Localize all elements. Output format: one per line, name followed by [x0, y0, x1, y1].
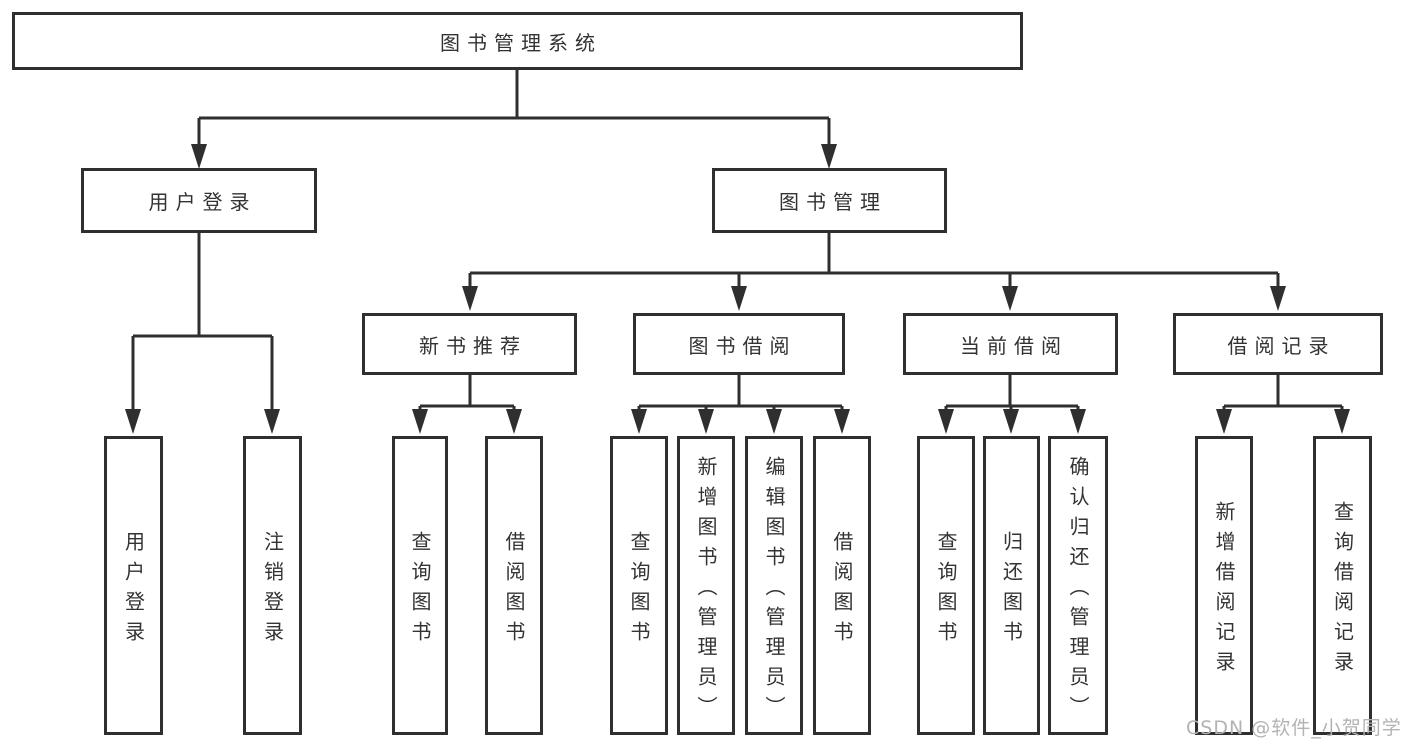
- connector-book-management-children: [468, 233, 1280, 289]
- leaf-borrow-books-1: 借阅图书: [485, 436, 543, 735]
- leaf-edit-book-admin: 编辑图书（管理员）: [745, 436, 803, 735]
- leaf-query-books-1: 查询图书: [392, 436, 448, 735]
- arrowhead-leaf-confirm-return: [1070, 409, 1086, 434]
- arrowhead-leaf-add-book: [698, 409, 714, 434]
- node-label: 查询借阅记录: [1330, 500, 1355, 681]
- arrowhead-leaf-logout: [264, 409, 280, 434]
- arrowhead-leaf-borrow-books-1: [506, 409, 522, 434]
- node-label: 新书推荐: [419, 333, 527, 358]
- node-label: 借阅记录: [1227, 333, 1336, 358]
- leaf-query-books-3: 查询图书: [917, 436, 975, 735]
- node-label: 归还图书: [999, 530, 1024, 651]
- arrowhead-leaf-query-borrow-record: [1334, 409, 1350, 434]
- connector-new-book-children: [418, 375, 516, 411]
- node-label: 新增图书（管理员）: [694, 455, 718, 726]
- leaf-borrow-books-2: 借阅图书: [813, 436, 871, 735]
- arrowhead-leaf-borrow-books-2: [834, 409, 850, 434]
- node-current-borrowing: 当前借阅: [903, 313, 1118, 375]
- leaf-add-book-admin: 新增图书（管理员）: [677, 436, 735, 735]
- node-borrowing-records: 借阅记录: [1173, 313, 1383, 375]
- leaf-logout: 注销登录: [243, 436, 302, 735]
- leaf-query-borrow-record: 查询借阅记录: [1313, 436, 1372, 735]
- node-label: 图书借阅: [688, 333, 797, 358]
- arrowhead-leaf-query-books-1: [412, 409, 428, 434]
- node-label: 借阅图书: [830, 530, 854, 651]
- leaf-query-books-2: 查询图书: [610, 436, 668, 735]
- node-library-management-system: 图书管理系统: [12, 12, 1023, 70]
- node-label: 查询图书: [934, 530, 958, 651]
- connector-root-to-branches: [197, 70, 831, 146]
- node-label: 确认归还（管理员）: [1066, 455, 1090, 726]
- connector-borrowing-records-children: [1222, 375, 1344, 411]
- node-label: 借阅图书: [502, 530, 526, 651]
- arrowhead-borrowing-records: [1270, 286, 1286, 311]
- arrowhead-leaf-add-borrow-record: [1216, 409, 1232, 434]
- node-label: 图书管理系统: [440, 30, 602, 55]
- node-user-login-module: 用户登录: [81, 168, 317, 233]
- node-book-borrowing: 图书借阅: [633, 313, 845, 375]
- leaf-add-borrow-record: 新增借阅记录: [1195, 436, 1253, 735]
- node-book-management-module: 图书管理: [712, 168, 947, 233]
- arrowhead-book-borrowing: [731, 286, 747, 311]
- node-label: 查询图书: [408, 530, 432, 651]
- arrowhead-leaf-query-books-3: [938, 409, 954, 434]
- csdn-watermark: CSDN @软件_小贺同学: [1186, 717, 1402, 739]
- node-label: 当前借阅: [960, 333, 1068, 358]
- node-label: 注销登录: [260, 530, 285, 651]
- arrowhead-leaf-user-login: [125, 409, 141, 434]
- node-label: 新增借阅记录: [1212, 500, 1236, 681]
- node-label: 查询图书: [627, 530, 651, 651]
- node-label: 图书管理: [779, 190, 887, 214]
- node-label: 用户登录: [121, 530, 146, 651]
- connector-book-borrowing-children: [637, 375, 844, 411]
- connector-user-login-children: [131, 233, 274, 410]
- arrowhead-book-management: [821, 144, 837, 169]
- arrowhead-user-login: [191, 144, 207, 169]
- leaf-confirm-return-admin: 确认归还（管理员）: [1048, 436, 1108, 735]
- leaf-return-books: 归还图书: [983, 436, 1040, 735]
- arrowhead-current-borrowing: [1002, 286, 1018, 311]
- node-label: 用户登录: [148, 190, 257, 214]
- node-label: 编辑图书（管理员）: [762, 455, 786, 726]
- arrowhead-leaf-query-books-2: [631, 409, 647, 434]
- arrowhead-leaf-return-books: [1003, 409, 1019, 434]
- arrowhead-leaf-edit-book: [766, 409, 782, 434]
- connector-current-borrowing-children: [944, 375, 1080, 411]
- arrowhead-new-book-recommend: [462, 286, 478, 311]
- node-new-book-recommend: 新书推荐: [362, 313, 577, 375]
- leaf-user-login: 用户登录: [104, 436, 163, 735]
